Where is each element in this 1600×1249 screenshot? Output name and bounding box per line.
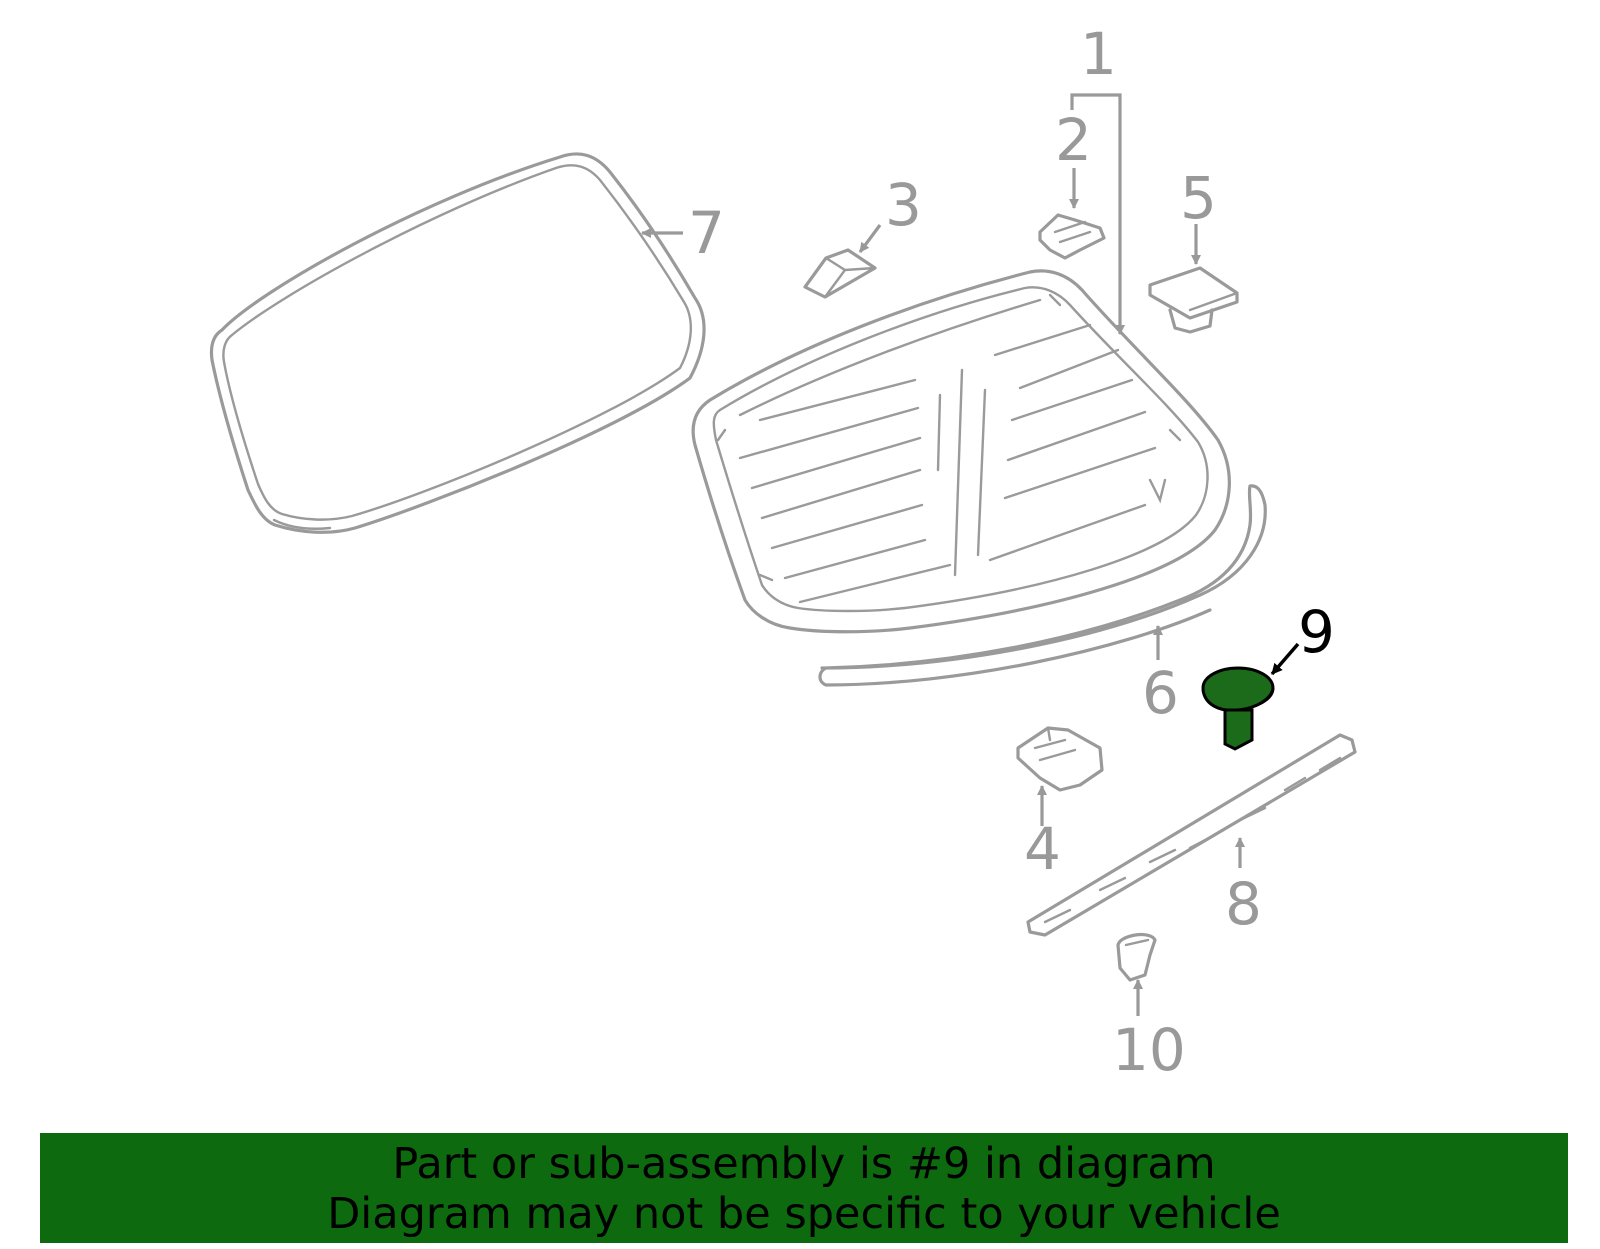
rear-glass-assembly-part-6 xyxy=(691,269,1231,634)
part-9-highlighted xyxy=(1201,666,1275,751)
part-2-clip xyxy=(1038,213,1106,260)
leader-lines xyxy=(641,93,1300,1016)
part-8-strip xyxy=(1026,733,1357,937)
part-4-clip xyxy=(1016,726,1104,792)
banner-line-1: Part or sub-assembly is #9 in diagram xyxy=(392,1139,1216,1189)
part-3-bracket xyxy=(803,248,877,299)
callout-8: 8 xyxy=(1225,870,1262,938)
part-5-clip xyxy=(1148,266,1239,334)
callout-2: 2 xyxy=(1055,106,1092,174)
callout-7: 7 xyxy=(688,199,725,267)
parts-diagram: 1 2 3 5 7 9 6 4 8 10 xyxy=(209,20,1357,1084)
callout-4: 4 xyxy=(1024,815,1061,883)
part-10-grommet xyxy=(1116,932,1157,982)
callout-6: 6 xyxy=(1142,659,1179,727)
callout-5: 5 xyxy=(1180,164,1217,232)
banner-line-2: Diagram may not be specific to your vehi… xyxy=(327,1189,1281,1239)
callout-1: 1 xyxy=(1080,20,1117,88)
moulding-part-6 xyxy=(818,484,1267,687)
info-banner: Part or sub-assembly is #9 in diagram Di… xyxy=(40,1133,1568,1243)
callout-9: 9 xyxy=(1298,598,1335,666)
callout-10: 10 xyxy=(1112,1016,1186,1084)
callout-3: 3 xyxy=(885,171,922,239)
back-glass-part-7 xyxy=(209,152,706,534)
